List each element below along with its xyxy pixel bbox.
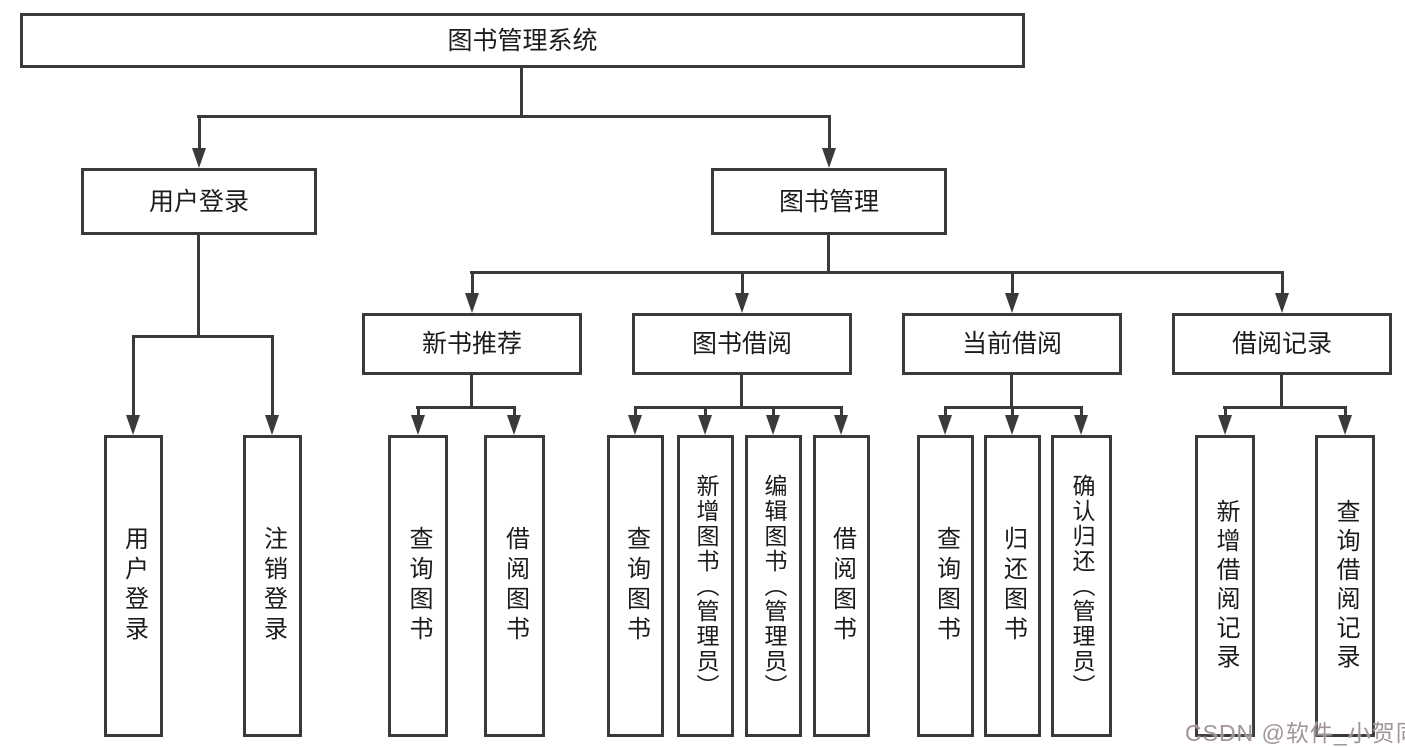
connector-book-mgmt-stem [827,235,830,273]
arrow-to-cb-query [938,406,952,435]
leaf-cb-query-book: 查询图书 [917,435,974,737]
leaf-bb-query-book: 查询图书 [607,435,664,737]
node-borrowing-records: 借阅记录 [1172,313,1392,375]
arrow-to-book-borrow [735,271,749,313]
rail-user-login-children [132,335,274,338]
rail-level2 [197,115,831,118]
rail-level3 [470,271,1283,274]
node-current-borrowing: 当前借阅 [902,313,1122,375]
arrow-to-bb-query [628,406,642,435]
rail-borrow-records-children [1223,406,1347,409]
rail-current-borrow-children [944,406,1083,409]
arrow-to-cb-confirm [1074,406,1088,435]
arrow-to-user-login [192,115,206,168]
leaf-br-query-record: 查询借阅记录 [1315,435,1375,737]
arrow-to-book-mgmt [822,115,836,168]
arrow-to-br-query [1338,406,1352,435]
leaf-cb-return-book: 归还图书 [984,435,1041,737]
leaf-bb-borrow-book: 借阅图书 [813,435,870,737]
leaf-user-login: 用户登录 [104,435,163,737]
arrow-to-bb-add [698,406,712,435]
arrow-to-cb-return [1005,406,1019,435]
node-user-login: 用户登录 [81,168,317,235]
rail-book-borrow-children [634,406,843,409]
arrow-to-rec-query [411,406,425,435]
arrow-to-bb-borrow [834,406,848,435]
connector-new-book-rec-stem [470,375,473,408]
arrow-to-bb-edit [766,406,780,435]
node-library-management-system: 图书管理系统 [20,13,1025,68]
connector-current-borrow-stem [1010,375,1013,408]
leaf-logout: 注销登录 [243,435,302,737]
connector-book-borrow-stem [740,375,743,408]
leaf-rec-query-book: 查询图书 [388,435,448,737]
node-new-book-recommend: 新书推荐 [362,313,582,375]
csdn-watermark: CSDN @软件_小贺同学 [1185,720,1405,746]
node-book-borrowing: 图书借阅 [632,313,852,375]
connector-root-stem [520,68,523,117]
connector-user-login-stem [197,235,200,338]
leaf-rec-borrow-book: 借阅图书 [484,435,545,737]
leaf-bb-add-book-admin: 新增图书（管理员） [677,435,734,737]
arrow-to-borrow-records [1275,271,1289,313]
arrow-to-br-add [1218,406,1232,435]
connector-borrow-records-stem [1280,375,1283,408]
arrow-to-current-borrow [1005,271,1019,313]
arrow-to-new-book-rec [465,271,479,313]
arrow-to-rec-borrow [507,406,521,435]
leaf-cb-confirm-return-admin: 确认归还（管理员） [1051,435,1112,737]
arrow-to-logout [265,335,279,435]
node-book-management: 图书管理 [711,168,947,235]
leaf-bb-edit-book-admin: 编辑图书（管理员） [745,435,802,737]
leaf-br-add-record: 新增借阅记录 [1195,435,1255,737]
rail-new-book-rec-children [416,406,516,409]
arrow-to-login [126,335,140,435]
